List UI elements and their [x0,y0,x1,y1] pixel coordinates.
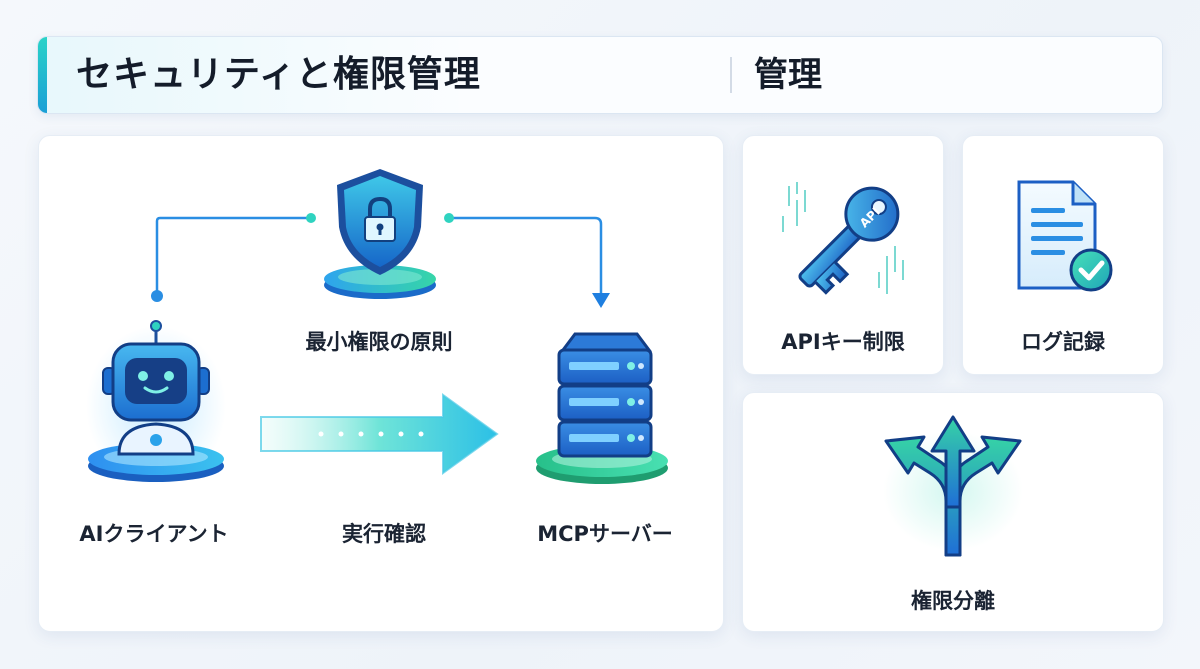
logging-label: ログ記録 [1021,330,1105,354]
privilege-separation-label: 権限分離 [911,589,995,613]
title-accent-bar [38,37,47,113]
document-check-icon [1017,180,1113,292]
page-subtitle: 管理 [754,55,822,95]
permission-flow-card: 最小権限の原則 AIクライアント [38,135,724,632]
execution-flow-arrow [260,393,499,475]
ai-client-label: AIクライアント [79,522,229,546]
execution-confirm-label: 実行確認 [342,522,426,546]
logging-card: ログ記録 [962,135,1164,375]
title-glow [47,37,467,113]
api-key-limit-card: API APIキー制限 [742,135,944,375]
key-icon: API [782,182,904,295]
page-title: セキュリティと権限管理 [76,54,481,95]
least-privilege-label: 最小権限の原則 [305,330,453,354]
server-rack-icon [536,332,668,484]
mcp-server-label: MCPサーバー [537,522,673,546]
connector-lines [151,213,610,308]
api-key-limit-label: APIキー制限 [781,330,905,354]
title-divider [730,57,732,93]
robot-icon [86,320,226,486]
title-bar: セキュリティと権限管理 管理 [37,36,1163,114]
shield-lock-icon [324,169,436,299]
privilege-separation-card: 権限分離 [742,392,1164,632]
split-arrows-icon [883,415,1023,557]
